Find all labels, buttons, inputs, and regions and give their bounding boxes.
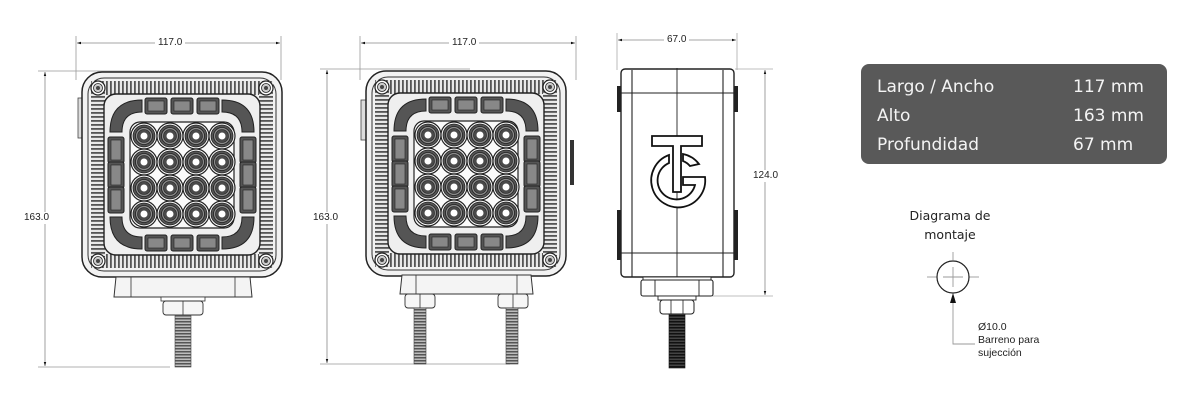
spec-value: 67 mm [1073, 135, 1134, 155]
height-dimension-label-2: 163.0 [313, 212, 339, 224]
width-dimension-label-2: 117.0 [449, 37, 480, 49]
depth-dimension-label: 67.0 [664, 34, 690, 46]
mounting-diagram [927, 252, 979, 345]
spec-value: 117 mm [1073, 77, 1144, 97]
mounting-title-line1: Diagrama de [909, 208, 991, 223]
mounting-note: Ø10.0 Barreno para sujección [978, 321, 1039, 360]
spec-row-length-width: Largo / Ancho 117 mm [877, 73, 1157, 101]
note-line1: Barreno para [978, 334, 1040, 346]
front-view-single-stud [38, 36, 282, 368]
spec-label: Profundidad [877, 135, 980, 155]
height-dimension-label-1: 163.0 [24, 212, 50, 224]
tg-logo-icon [650, 135, 707, 209]
spec-row-height: Alto 163 mm [877, 102, 1157, 130]
spec-label: Largo / Ancho [877, 77, 995, 97]
spec-label: Alto [877, 106, 911, 126]
specs-panel: Largo / Ancho 117 mm Alto 163 mm Profund… [861, 64, 1167, 164]
spec-row-depth: Profundidad 67 mm [877, 131, 1157, 159]
side-view [616, 33, 773, 369]
front-view-double-stud [320, 36, 577, 365]
spec-value: 163 mm [1073, 106, 1144, 126]
hole-diameter: Ø10.0 [978, 321, 1007, 333]
mounting-title: Diagrama de montaje [880, 206, 1020, 244]
width-dimension-label-1: 117.0 [155, 37, 186, 49]
mounting-title-line2: montaje [924, 227, 976, 242]
note-line2: sujección [978, 347, 1022, 359]
body-height-dimension-label: 124.0 [750, 170, 782, 182]
